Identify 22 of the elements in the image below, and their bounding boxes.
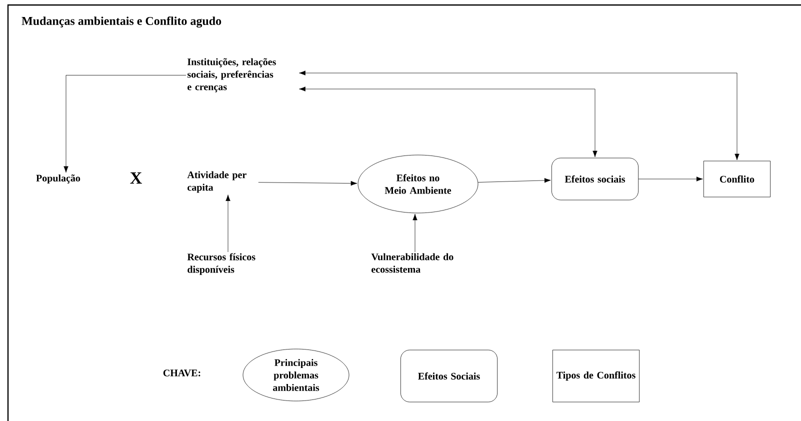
arrow — [258, 180, 358, 186]
text-label: Instituições, relações sociais, preferências e crenças — [188, 58, 276, 92]
rounded-box: Efeitos sociais — [551, 158, 639, 200]
arrow — [638, 176, 703, 182]
rounded-box: Efeitos Sociais — [400, 350, 498, 402]
arrow — [478, 178, 551, 183]
text-label: Recursos físicos disponíveis — [187, 253, 256, 275]
arrow — [299, 86, 598, 158]
text-label: População — [36, 174, 80, 184]
arrow — [226, 194, 230, 252]
ellipse-node: Principais problemas ambientais — [242, 348, 350, 402]
box-node: Tipos de Conflitos — [552, 350, 640, 402]
arrow — [299, 70, 740, 160]
box-node: Conflito — [703, 160, 771, 198]
multiply-sign: X — [130, 172, 142, 184]
arrow — [412, 214, 418, 252]
text-label: Atividade per capita — [187, 171, 246, 193]
ellipse-node: Efeitos no Meio Ambiente — [358, 154, 478, 214]
arrow — [64, 75, 186, 173]
title: Mudanças ambientais e Conflito agudo — [22, 16, 222, 28]
key-label: CHAVE: — [163, 370, 200, 376]
text-label: Vulnerabilidade do ecossistema — [371, 253, 454, 273]
